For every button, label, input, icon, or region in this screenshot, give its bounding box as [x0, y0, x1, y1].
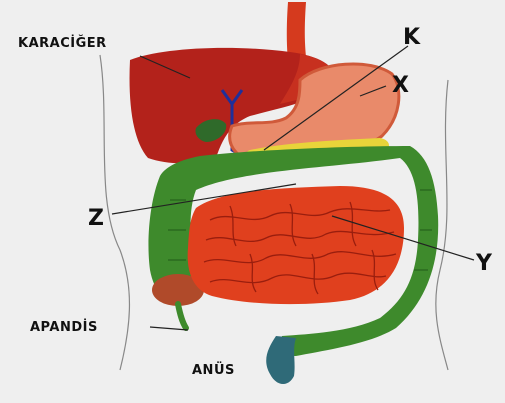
appendix [178, 304, 186, 328]
body-outline-left [100, 55, 129, 370]
label-anus: ANÜS [192, 362, 235, 378]
label-appendix: APANDİS [30, 319, 98, 335]
label-y: Y [475, 251, 493, 276]
rectum [266, 336, 296, 384]
label-z: Z [88, 206, 104, 231]
label-x: X [392, 73, 409, 98]
label-liver: KARACİĞER [18, 35, 107, 51]
label-k: K [403, 25, 421, 50]
